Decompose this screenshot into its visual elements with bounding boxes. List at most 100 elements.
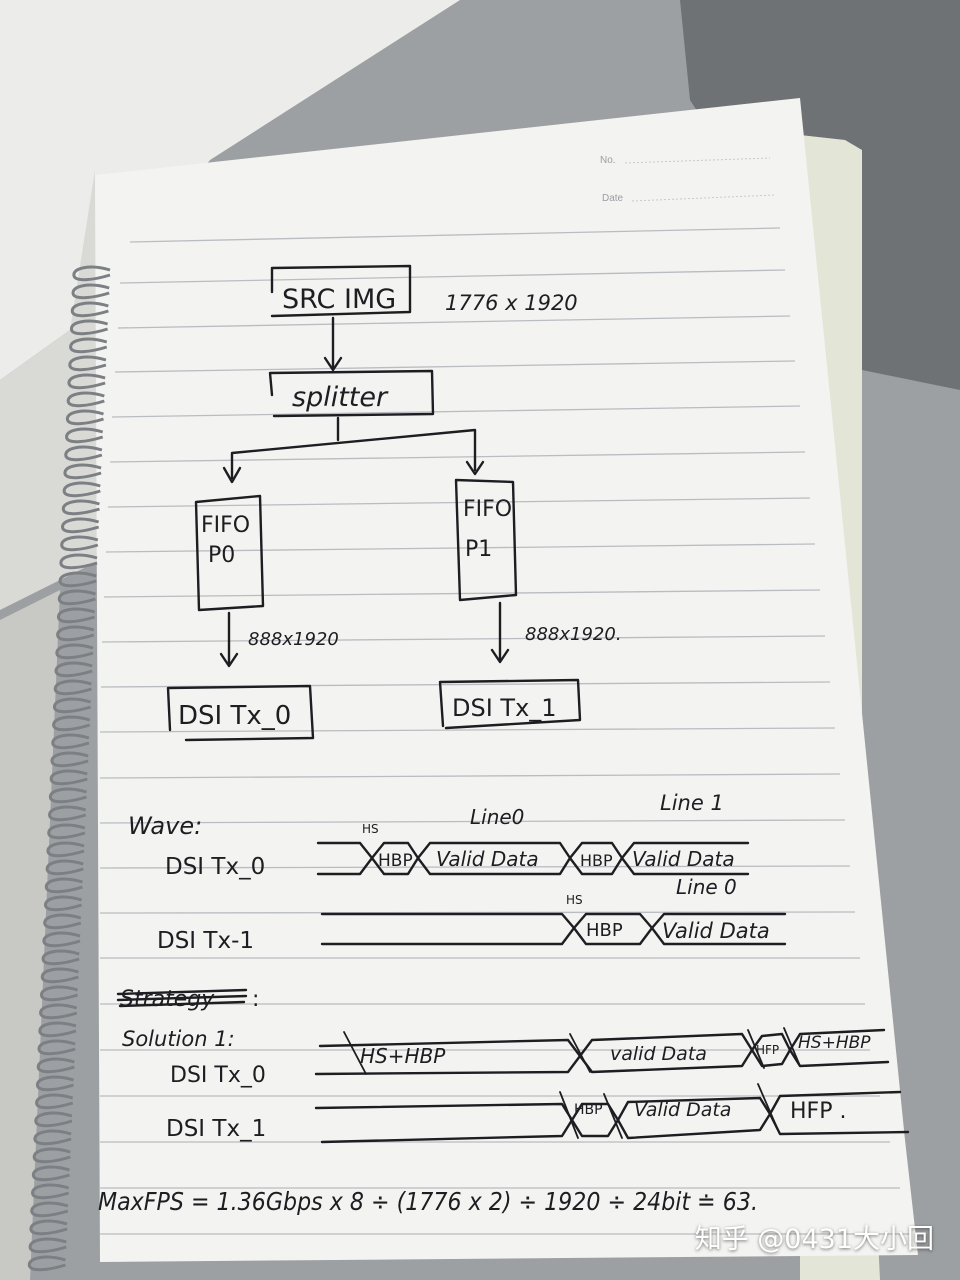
spiral-coil (49, 769, 88, 786)
fifo0-line2: P0 (208, 543, 235, 568)
arrow-head-right (465, 460, 485, 476)
solution-valid-a: valid Data (610, 1043, 707, 1065)
splitter-label: splitter (292, 382, 389, 413)
spiral-coil (38, 1021, 77, 1038)
splitter-box (268, 369, 435, 418)
solution-tx0-wave (314, 1028, 890, 1076)
spiral-coil (67, 373, 106, 390)
spiral-coil (63, 463, 102, 480)
spiral-coil (40, 967, 79, 984)
solution-hbp-b: HBP (574, 1102, 603, 1118)
spiral-coil (70, 319, 109, 336)
wave-tx1-label: DSI Tx-1 (157, 928, 254, 954)
fifo1-line2: P1 (465, 537, 492, 562)
spiral-coil (52, 715, 91, 732)
watermark: 知乎 @0431大小回 (694, 1224, 934, 1255)
wave-valid-b: Valid Data (632, 847, 735, 871)
spiral-coil (41, 949, 80, 966)
spiral-coil (37, 1039, 76, 1056)
spiral-coil (59, 553, 98, 570)
src-size-label: 1776 x 1920 (445, 291, 578, 315)
wave-valid-c: Valid Data (662, 919, 770, 943)
spiral-coil (69, 337, 108, 354)
spiral-coil (31, 1183, 70, 1200)
spiral-coil (64, 445, 103, 462)
spiral-coil (72, 265, 111, 282)
wave-line0-c: Line 0 (676, 875, 737, 899)
spiral-coil (55, 643, 94, 660)
wave-valid-a: Valid Data (436, 847, 539, 871)
solution-tx0-strokes (343, 1027, 801, 1075)
spiral-coil (32, 1147, 71, 1164)
spiral-coil (50, 751, 89, 768)
spiral-coil (33, 1129, 72, 1146)
spiral-coil (68, 355, 107, 372)
spiral-coil (29, 1219, 68, 1236)
tx0-wave-line (316, 841, 750, 876)
no-label: No. (600, 155, 616, 166)
spiral-coil (48, 805, 87, 822)
wave-hbp-a: HBP (378, 851, 413, 871)
solution-valid-b: Valid Data (634, 1099, 731, 1121)
spiral-coil (40, 985, 79, 1002)
spiral-coil (61, 499, 100, 516)
spiral-coil (70, 301, 109, 318)
spiral-coil (27, 1255, 66, 1272)
wave-tx0-label: DSI Tx_0 (165, 854, 265, 880)
fifo1-line1: FIFO (463, 497, 512, 522)
spiral-coil (36, 1075, 74, 1092)
ruled-lines (99, 227, 910, 1235)
arrow-head-fifo1 (490, 648, 510, 664)
second-notebook-edge (0, 590, 60, 1280)
spiral-coil (53, 679, 92, 696)
wave-line1: Line 1 (660, 791, 724, 815)
src-img-box (270, 264, 412, 318)
wave-hbp-c: HBP (586, 920, 623, 941)
spiral-coil (35, 1093, 74, 1110)
spiral-coil (54, 661, 93, 678)
spiral-coil (58, 571, 97, 588)
wave-heading: Wave: (128, 812, 202, 840)
spiral-coil (43, 913, 82, 930)
spiral-coil (47, 823, 86, 840)
arrow-head-1 (323, 356, 343, 372)
arrow-head-left (222, 466, 242, 484)
arrow-head-fifo0 (219, 652, 239, 668)
fifo1-box (454, 478, 518, 602)
spiral-coil (28, 1237, 67, 1254)
struck-colon: : (252, 987, 259, 1012)
spiral-coil (71, 283, 110, 300)
wave-hs-a: HS (362, 822, 379, 836)
spiral-coil (60, 535, 99, 552)
spiral-coil (31, 1165, 70, 1182)
spiral-coil (65, 427, 104, 444)
out1-size-label: 888x1920. (525, 624, 622, 645)
wave-hs-c: HS (566, 893, 583, 907)
solution-heading: Solution 1: (122, 1027, 235, 1051)
spiral-coil (66, 409, 104, 426)
spiral-coil (42, 931, 81, 948)
splitter-branches (230, 428, 477, 480)
src-img-label: SRC IMG (282, 284, 396, 315)
spiral-coil (44, 895, 83, 912)
solution-tx0-label: DSI Tx_0 (170, 1063, 266, 1088)
white-object (0, 0, 460, 380)
spiral-coil (49, 787, 87, 804)
wave-section: Wave: DSI Tx_0 DSI Tx-1 HS HBP Line0 Val… (128, 791, 787, 954)
spiral-coil (51, 733, 90, 750)
spiral-binding (27, 265, 111, 1272)
solution-hfp-b: HFP . (790, 1099, 846, 1124)
spiral-coil (57, 607, 96, 624)
spiral-coil (61, 517, 100, 534)
solution-tx1-strokes (559, 1083, 779, 1139)
spiral-coil (56, 625, 95, 642)
spiral-coil (36, 1057, 75, 1074)
max-fps-formula: MaxFPS = 1.36Gbps x 8 ÷ (1776 x 2) ÷ 192… (98, 1187, 758, 1216)
spiral-coil (39, 1003, 78, 1020)
wave-hbp-b: HBP (580, 851, 613, 870)
spiral-coil (30, 1201, 69, 1218)
solution-tx1-wave (314, 1090, 910, 1144)
spiral-coil (62, 481, 101, 498)
spiral-coil (53, 697, 92, 714)
